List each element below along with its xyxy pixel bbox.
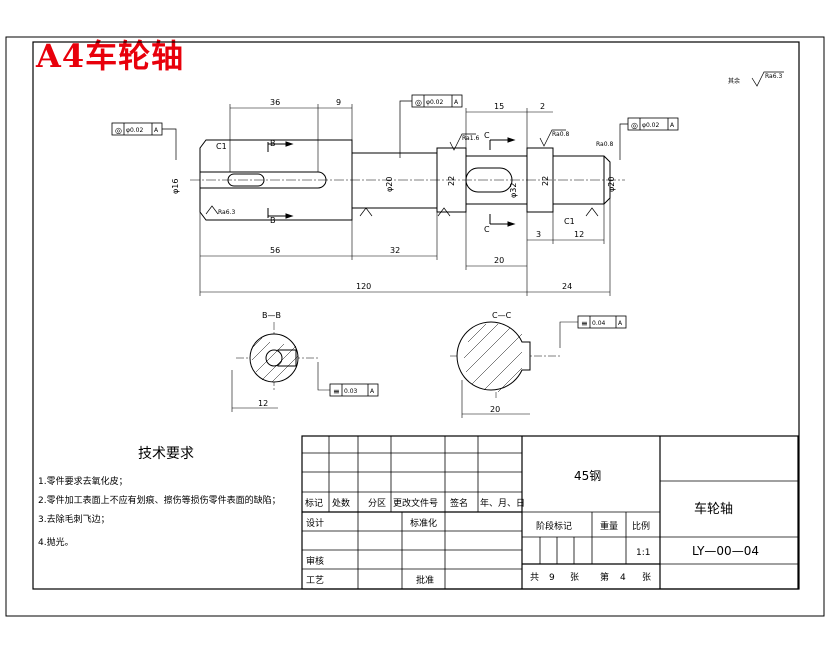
svg-text:审核: 审核 [306, 555, 324, 567]
svg-text:C1: C1 [216, 142, 227, 151]
svg-text:签名: 签名 [450, 497, 468, 509]
svg-text:φ32: φ32 [509, 183, 518, 198]
svg-text:20: 20 [490, 405, 500, 414]
svg-text:≡: ≡ [333, 387, 340, 396]
svg-text:◎: ◎ [115, 126, 122, 135]
svg-text:A: A [370, 388, 375, 395]
section-c-view: C—C 20 ≡ 0.04 A [450, 311, 627, 418]
svg-text:1:1: 1:1 [636, 548, 650, 558]
svg-text:1.零件要求去氧化皮；: 1.零件要求去氧化皮； [38, 475, 128, 487]
svg-text:年、月、日: 年、月、日 [480, 497, 525, 509]
svg-text:阶段标记: 阶段标记 [536, 520, 572, 532]
svg-text:45钢: 45钢 [574, 469, 601, 483]
svg-text:56: 56 [270, 246, 280, 255]
svg-text:重量: 重量 [600, 520, 618, 532]
shaft-main-view [190, 139, 625, 221]
svg-text:处数: 处数 [332, 497, 350, 509]
svg-text:C1: C1 [564, 217, 575, 226]
svg-text:3: 3 [536, 230, 541, 239]
svg-text:20: 20 [494, 256, 504, 265]
svg-text:◎: ◎ [415, 98, 422, 107]
svg-text:C—C: C—C [492, 311, 512, 320]
general-roughness: 其余 Ra6.3 [728, 71, 784, 87]
svg-text:共: 共 [530, 572, 539, 583]
outer-border [5, 36, 825, 617]
title-block [301, 435, 799, 590]
svg-text:4: 4 [620, 573, 626, 583]
svg-text:12: 12 [258, 399, 268, 408]
svg-text:15: 15 [494, 102, 504, 111]
svg-text:B—B: B—B [262, 311, 281, 320]
svg-text:B: B [270, 216, 276, 225]
svg-text:设计: 设计 [306, 517, 324, 529]
svg-text:2.零件加工表面上不应有划痕、擦伤等损伤零件表面的缺陷；: 2.零件加工表面上不应有划痕、擦伤等损伤零件表面的缺陷； [38, 494, 281, 506]
section-markers [267, 137, 516, 227]
svg-text:24: 24 [562, 282, 572, 291]
svg-text:≡: ≡ [581, 319, 588, 328]
svg-text:φ20: φ20 [385, 177, 394, 192]
svg-text:φ16: φ16 [171, 179, 180, 194]
svg-text:A: A [454, 99, 459, 106]
svg-text:标准化: 标准化 [410, 517, 437, 529]
svg-text:张: 张 [642, 572, 651, 583]
svg-text:9: 9 [336, 98, 341, 107]
svg-text:φ0.02: φ0.02 [426, 99, 444, 106]
tolerance-frame-mid: ◎ φ0.02 A [399, 94, 463, 158]
svg-text:A: A [670, 122, 675, 129]
tech-requirements: 技术要求 1.零件要求去氧化皮； 2.零件加工表面上不应有划痕、擦伤等损伤零件表… [38, 446, 281, 548]
svg-text:LY—00—04: LY—00—04 [692, 544, 759, 558]
svg-text:A: A [618, 320, 623, 327]
svg-text:36: 36 [270, 98, 280, 107]
svg-text:其余: 其余 [728, 77, 740, 85]
svg-text:0.03: 0.03 [344, 388, 358, 395]
svg-text:φ20: φ20 [607, 177, 616, 192]
tolerance-frame-right: ◎ φ0.02 A [619, 117, 679, 160]
svg-text:C: C [484, 225, 490, 234]
title-block-text: 45钢 车轮轴 LY—00—04 标记 处数 分区 更改文件号 签名 年、月、日… [305, 469, 759, 586]
svg-text:Ra6.3: Ra6.3 [218, 209, 235, 216]
svg-text:22: 22 [447, 176, 456, 186]
svg-text:A: A [154, 127, 159, 134]
section-b-view: B—B 12 ≡ 0.03 A [231, 311, 379, 412]
svg-text:φ0.02: φ0.02 [126, 127, 144, 134]
svg-text:32: 32 [390, 246, 400, 255]
svg-text:φ0.02: φ0.02 [642, 122, 660, 129]
svg-text:22: 22 [541, 176, 550, 186]
tolerance-frame-left: ◎ φ0.02 A [111, 122, 177, 160]
svg-text:技术要求: 技术要求 [138, 446, 194, 462]
svg-text:12: 12 [574, 230, 584, 239]
svg-text:分区: 分区 [368, 498, 386, 509]
svg-text:比例: 比例 [632, 520, 650, 532]
dimension-lines [199, 104, 611, 296]
svg-text:张: 张 [570, 572, 579, 583]
svg-text:4.抛光。: 4.抛光。 [38, 536, 74, 548]
svg-text:9: 9 [549, 573, 555, 583]
svg-text:第: 第 [600, 571, 609, 583]
svg-text:Ra1.6: Ra1.6 [462, 135, 479, 142]
svg-text:车轮轴: 车轮轴 [694, 501, 733, 517]
svg-text:Ra0.8: Ra0.8 [552, 131, 569, 138]
svg-text:3.去除毛刺飞边；: 3.去除毛刺飞边； [38, 513, 110, 525]
svg-text:更改文件号: 更改文件号 [393, 497, 438, 509]
roughness-marks [205, 129, 599, 217]
svg-text:Ra0.8: Ra0.8 [596, 141, 613, 148]
svg-text:批准: 批准 [416, 574, 434, 586]
svg-text:标记: 标记 [305, 497, 323, 509]
svg-text:◎: ◎ [631, 121, 638, 130]
sheet-title: A4车轮轴 [36, 37, 185, 75]
svg-text:2: 2 [540, 102, 545, 111]
svg-text:Ra6.3: Ra6.3 [765, 73, 782, 80]
svg-text:工艺: 工艺 [306, 575, 324, 586]
svg-text:0.04: 0.04 [592, 320, 606, 327]
svg-text:120: 120 [356, 282, 371, 291]
svg-text:C: C [484, 131, 490, 140]
svg-text:B: B [270, 139, 276, 148]
